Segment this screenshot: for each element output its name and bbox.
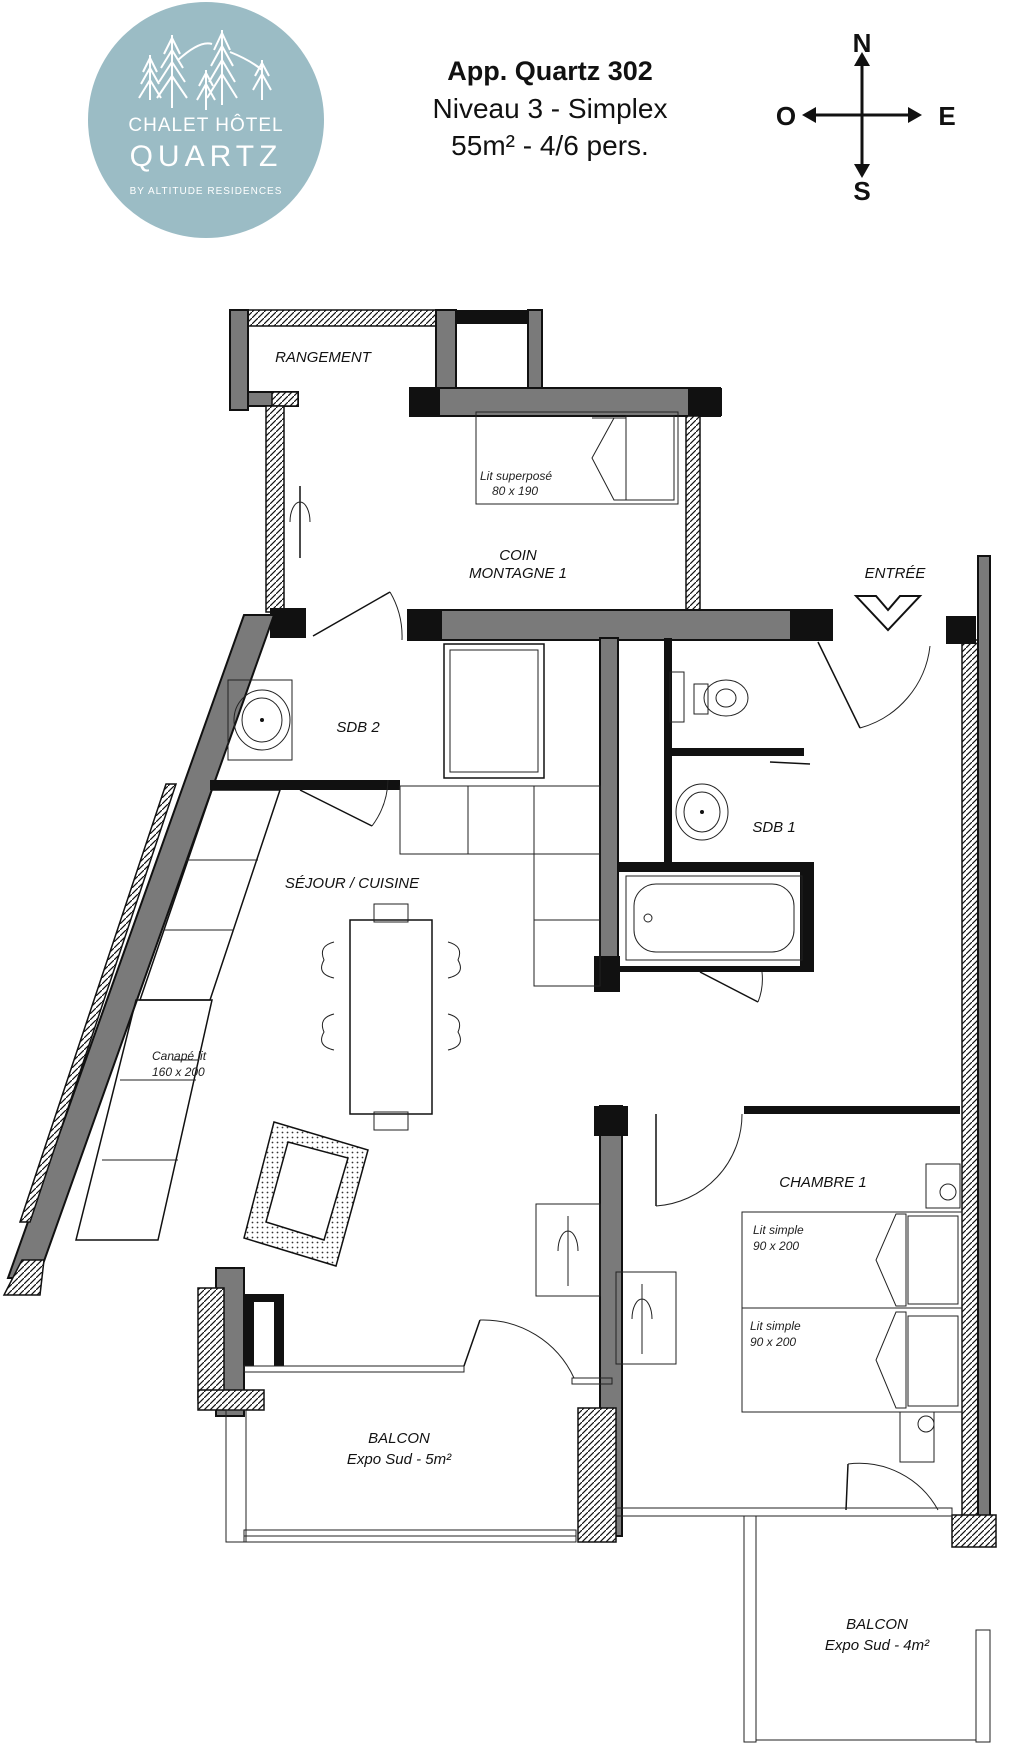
- wardrobe: [535, 1203, 601, 1297]
- label-rangement: RANGEMENT: [275, 349, 373, 366]
- dining-table: [321, 903, 461, 1131]
- sofa-bed: [75, 789, 282, 1241]
- label-sdb1: SDB 1: [752, 819, 795, 836]
- compass-east: E: [938, 101, 955, 131]
- label-coin-line1: COIN: [499, 547, 537, 564]
- label-bed2-line2: 90 x 200: [750, 1335, 796, 1349]
- label-bed2-line1: Lit simple: [750, 1319, 801, 1333]
- label-sejour: SÉJOUR / CUISINE: [285, 875, 420, 892]
- logo-badge: [88, 2, 324, 238]
- entrance-arrow-icon: [853, 595, 923, 632]
- compass-west: O: [776, 101, 796, 131]
- label-entree: ENTRÉE: [865, 565, 927, 582]
- bunk-bed: [475, 411, 679, 505]
- furniture: [75, 411, 963, 1463]
- label-balcon1-line2: Expo Sud - 5m²: [347, 1451, 452, 1468]
- compass-icon: [802, 52, 922, 178]
- label-bunk-line1: Lit superposé: [480, 469, 552, 483]
- apartment-title: App. Quartz 302: [447, 56, 653, 86]
- logo-line3: BY ALTITUDE RESIDENCES: [130, 186, 283, 197]
- rug: [243, 1121, 369, 1267]
- logo: CHALET HÔTEL QUARTZ BY ALTITUDE RESIDENC…: [88, 2, 324, 238]
- sink-icon: [675, 783, 729, 841]
- label-bed1-line2: 90 x 200: [753, 1239, 799, 1253]
- compass-north: N: [853, 28, 872, 58]
- label-balcon2-line1: BALCON: [846, 1616, 908, 1633]
- bathtub-icon: [625, 875, 803, 961]
- walls: [2, 309, 997, 1548]
- label-balcon1-line1: BALCON: [368, 1430, 430, 1447]
- nightstand: [925, 1163, 961, 1209]
- wardrobe: [615, 1271, 677, 1365]
- single-bed: [741, 1307, 963, 1413]
- toilet-icon: [669, 671, 749, 723]
- label-sdb2: SDB 2: [336, 719, 380, 736]
- label-chambre: CHAMBRE 1: [779, 1174, 867, 1191]
- label-sofa-line2: 160 x 200: [152, 1065, 205, 1079]
- doors: [289, 486, 939, 1511]
- label-coin-line2: MONTAGNE 1: [469, 565, 567, 582]
- label-bed1-line1: Lit simple: [753, 1223, 804, 1237]
- compass-south: S: [853, 176, 870, 206]
- area-subtitle: 55m² - 4/6 pers.: [451, 130, 649, 161]
- pine-trees-icon: [138, 30, 272, 110]
- label-bunk-line2: 80 x 190: [492, 484, 538, 498]
- label-balcon2-line2: Expo Sud - 4m²: [825, 1637, 930, 1654]
- balconies: [225, 1409, 991, 1743]
- logo-line1: CHALET HÔTEL: [128, 114, 283, 136]
- logo-line2: QUARTZ: [130, 140, 283, 173]
- kitchen-counter: [399, 785, 601, 855]
- nightstand: [899, 1411, 935, 1463]
- fridge-cabinet: [443, 643, 545, 779]
- lamp-icon: [939, 1183, 957, 1201]
- lamp-icon: [917, 1415, 935, 1433]
- level-subtitle: Niveau 3 - Simplex: [433, 93, 668, 124]
- label-sofa-line1: Canapé lit: [152, 1049, 207, 1063]
- sink-icon: [227, 679, 293, 761]
